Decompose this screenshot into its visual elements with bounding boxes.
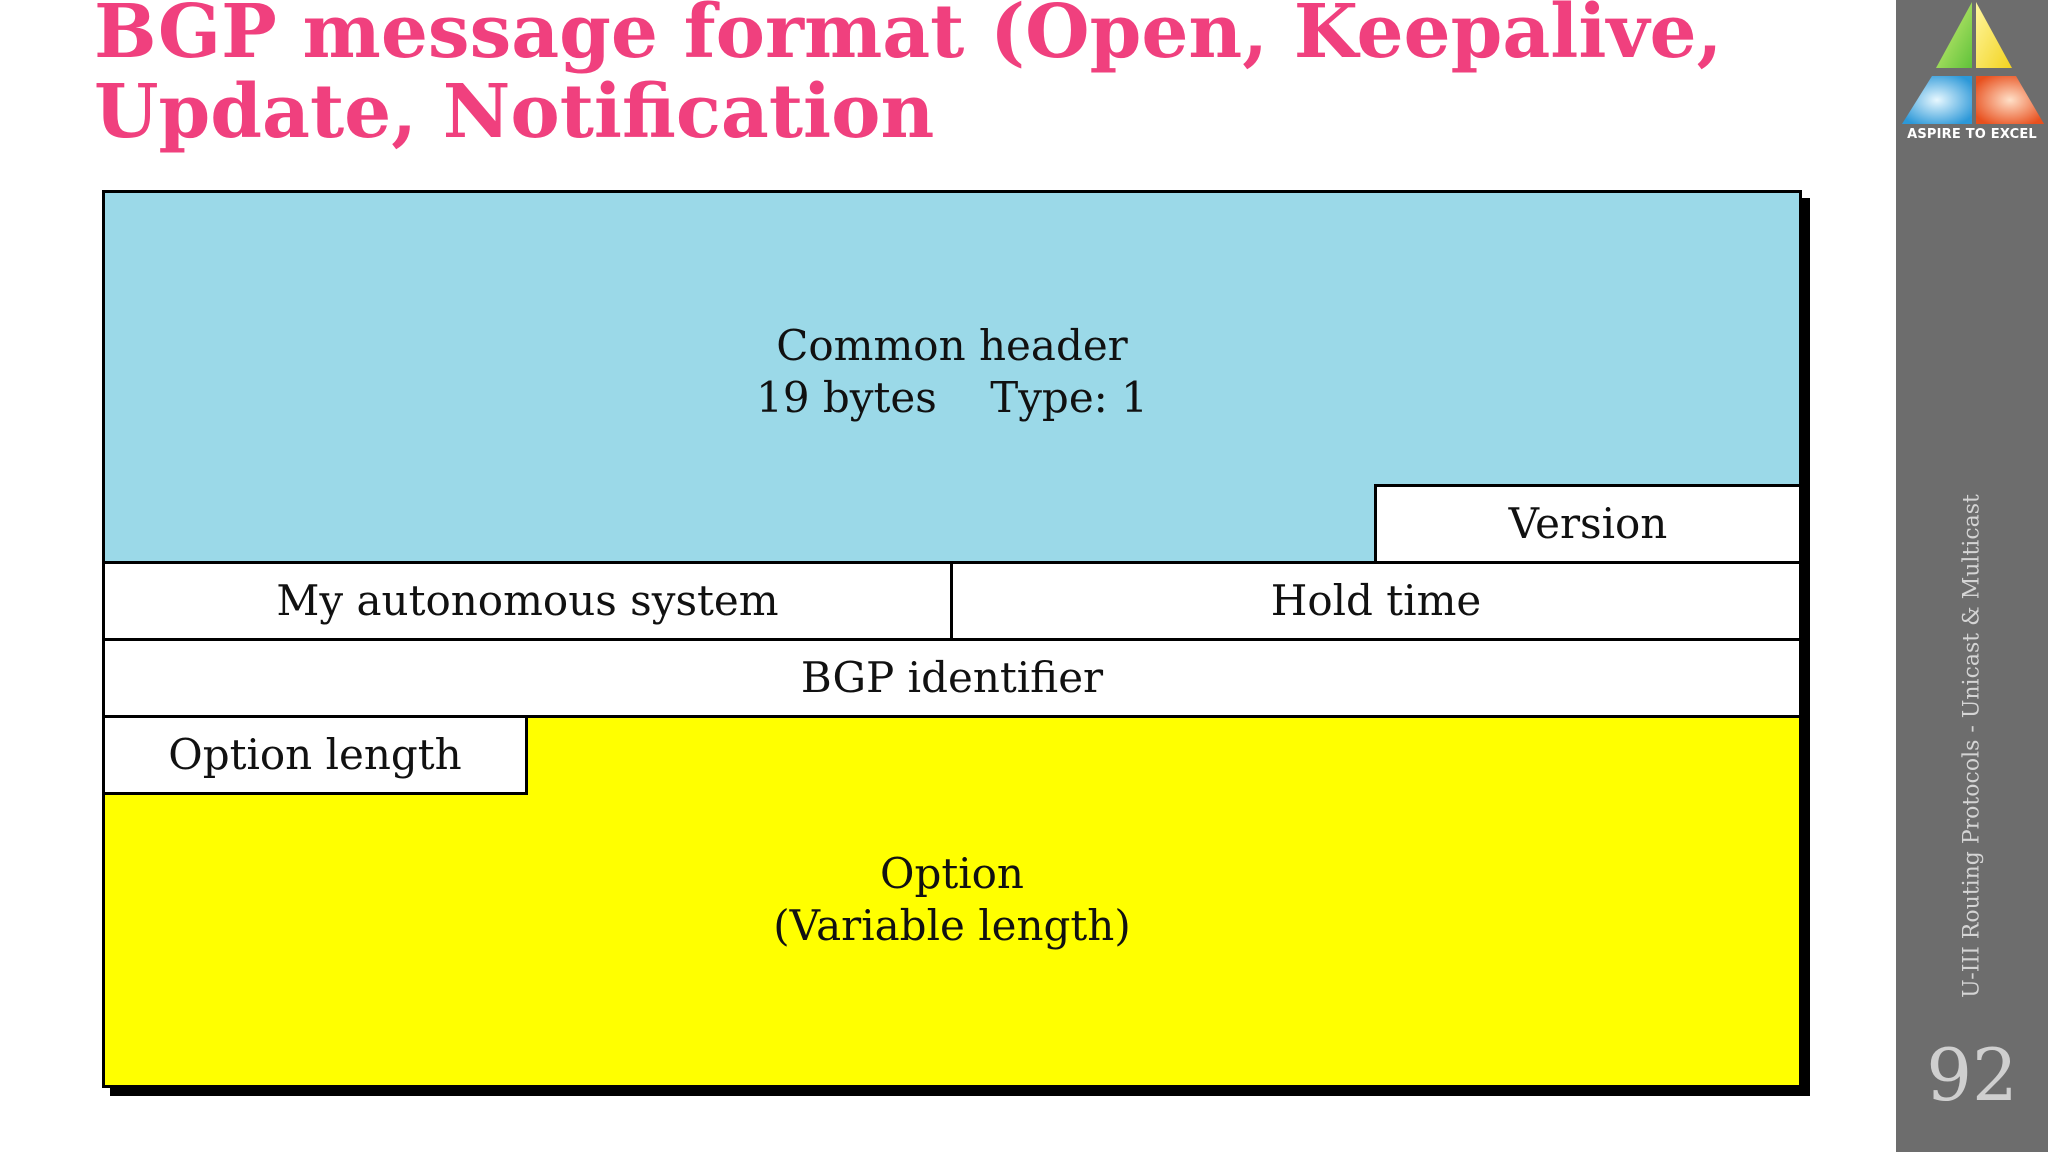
slide-sidebar <box>1896 0 2048 1152</box>
common-header-label: Common header 19 bytes Type: 1 <box>102 320 1802 424</box>
version-field: Version <box>1374 484 1802 564</box>
option-label: Option (Variable length) <box>102 848 1802 952</box>
slide-title: BGP message format (Open, Keepalive, Upd… <box>94 0 1874 152</box>
option-detail: (Variable length) <box>773 901 1131 950</box>
option-title: Option <box>880 849 1024 898</box>
course-caption: U-III Routing Protocols - Unicast & Mult… <box>1959 494 1985 998</box>
logo-text: ASPIRE TO EXCEL <box>1907 127 2037 142</box>
pyramid-logo-icon <box>1902 2 2044 124</box>
title-line-2: Update, Notification <box>94 69 935 155</box>
page-number: 92 <box>1926 1033 2018 1117</box>
bgp-open-message-diagram: Common header 19 bytes Type: 1 Version M… <box>102 190 1802 1088</box>
common-header-detail: 19 bytes Type: 1 <box>756 373 1148 422</box>
option-length-field: Option length <box>102 715 528 795</box>
title-line-1: BGP message format (Open, Keepalive, <box>94 0 1723 75</box>
common-header-title: Common header <box>776 321 1128 370</box>
my-autonomous-system-field: My autonomous system <box>102 561 953 641</box>
hold-time-field: Hold time <box>950 561 1802 641</box>
bgp-identifier-field: BGP identifier <box>102 638 1802 718</box>
